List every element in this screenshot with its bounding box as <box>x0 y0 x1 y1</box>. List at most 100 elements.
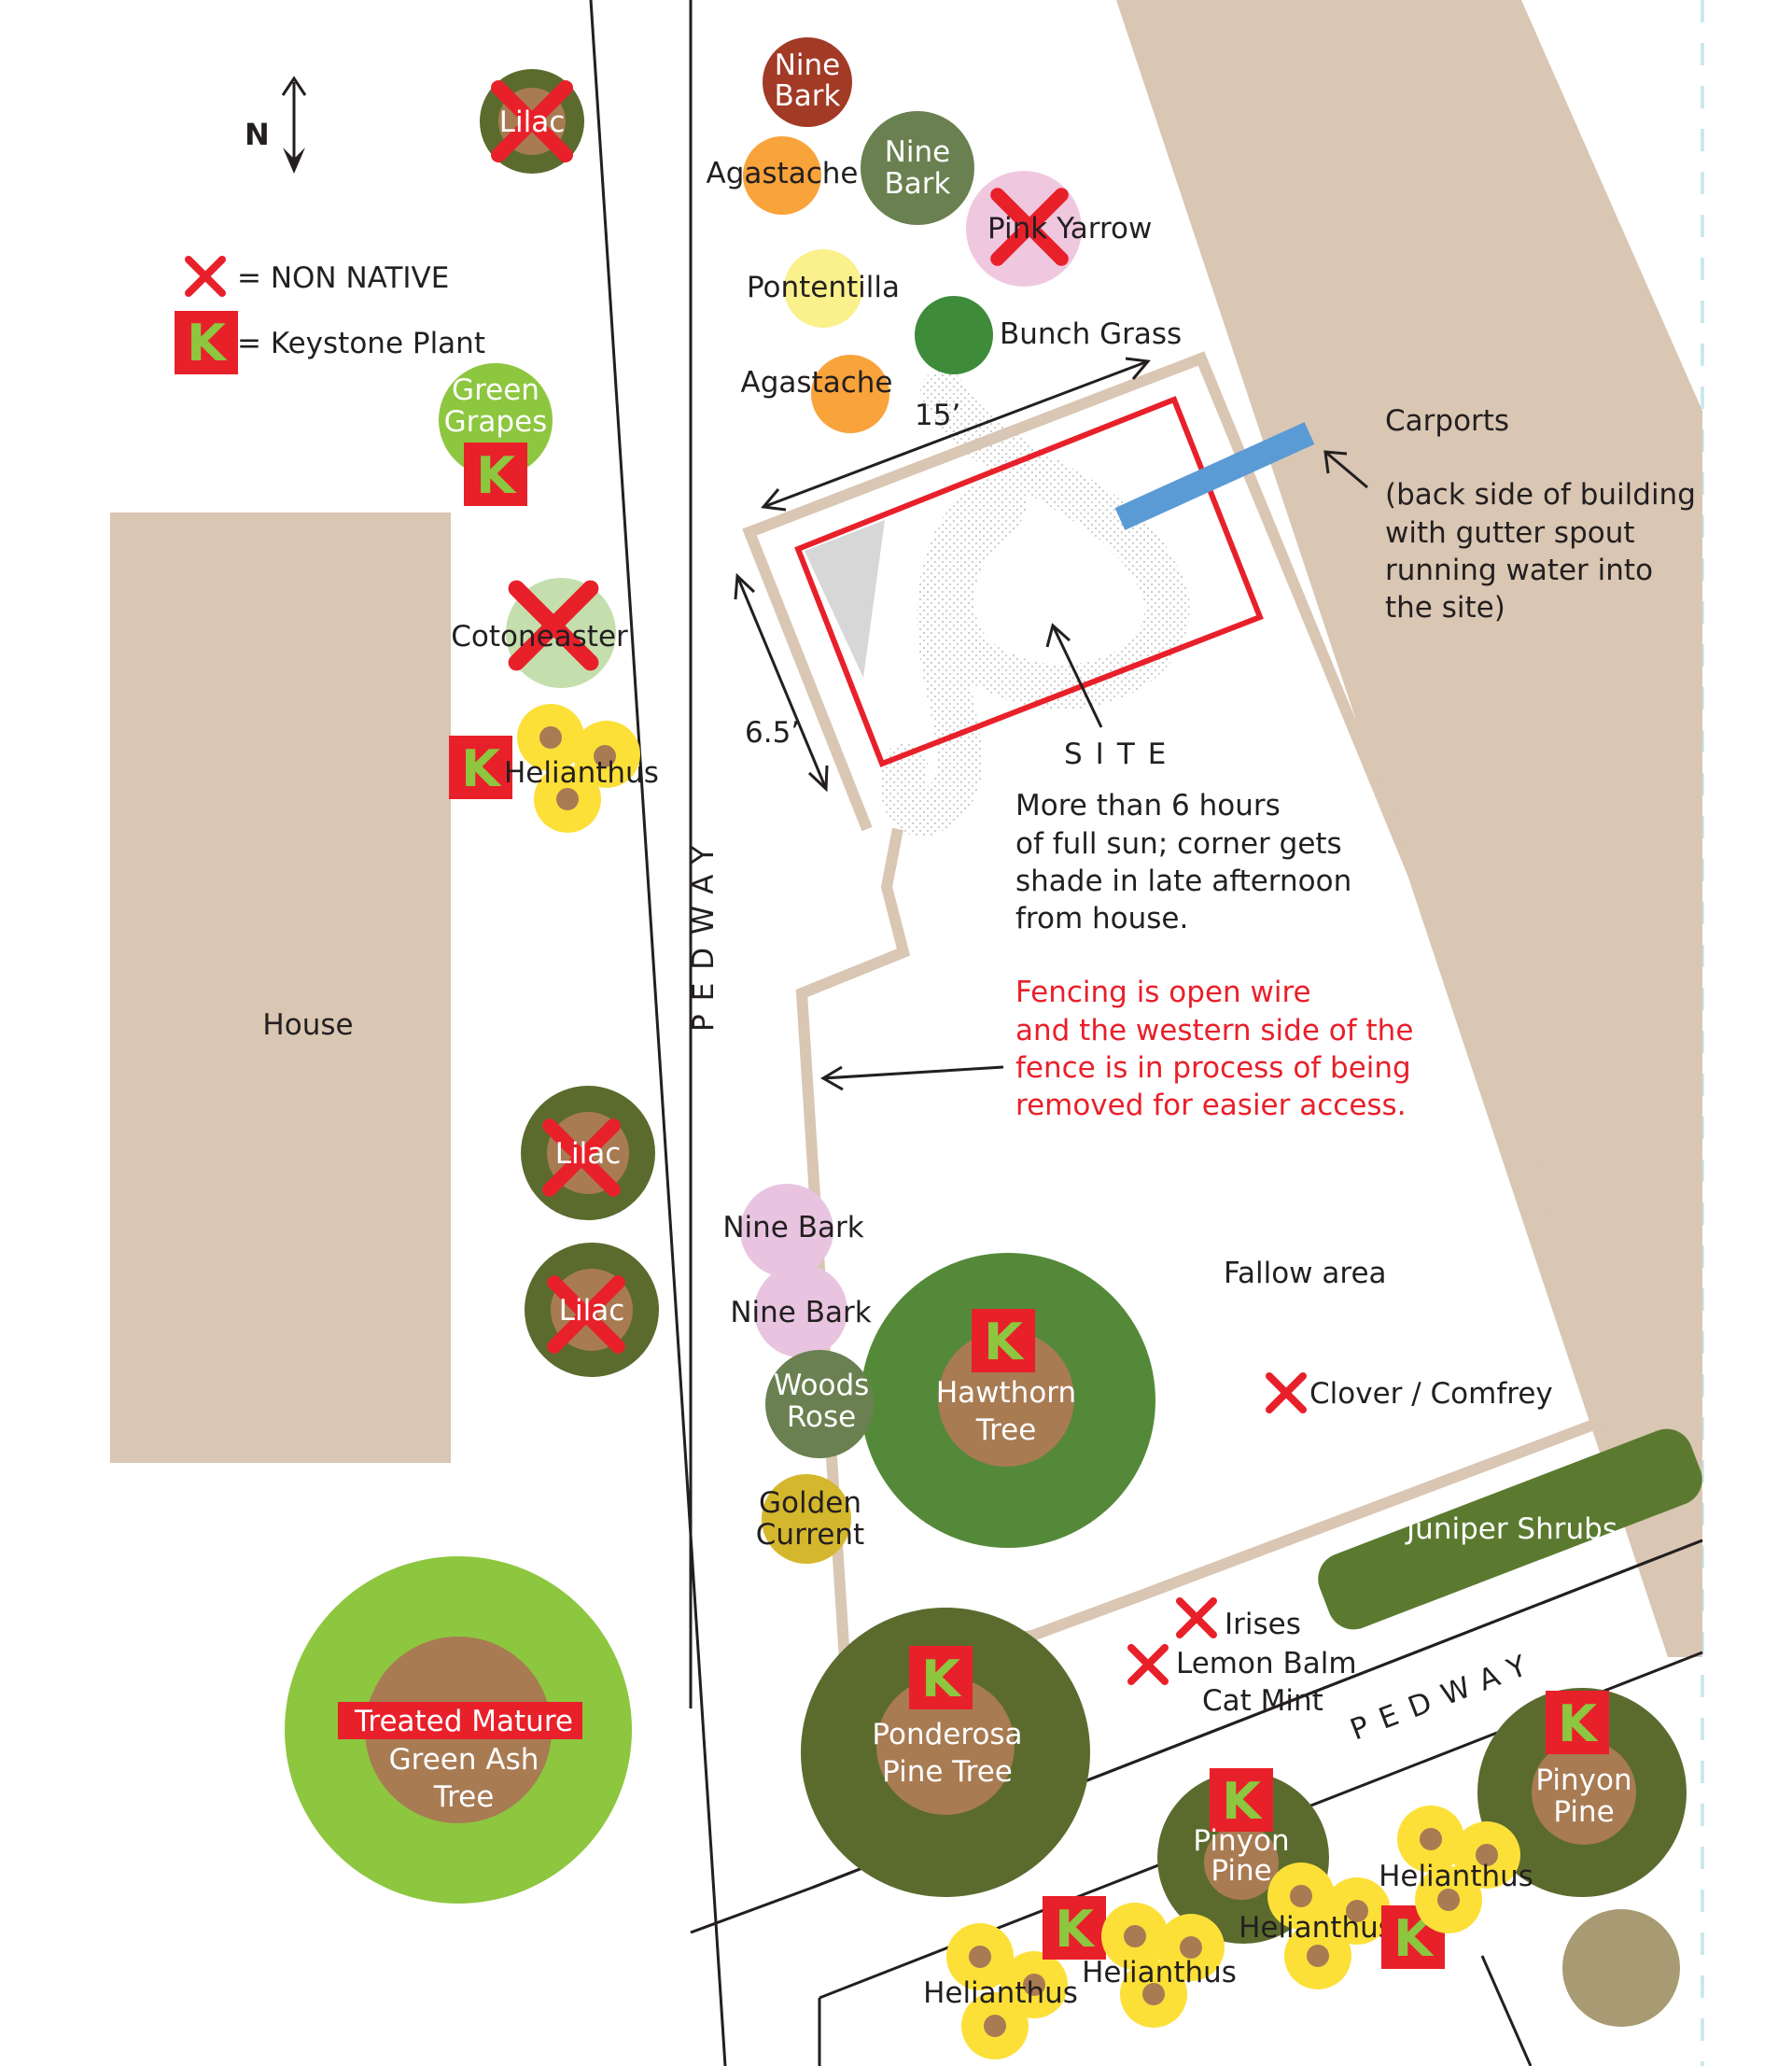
svg-text:Treated Mature: Treated Mature <box>354 1705 573 1738</box>
svg-text:Bark: Bark <box>885 167 951 201</box>
nine-bark-pink-1 <box>740 1184 833 1277</box>
legend-non-native: = NON NATIVE <box>237 261 449 295</box>
non-native-x-icon <box>1131 1648 1165 1681</box>
width-dimension-line <box>763 359 1149 509</box>
unlabeled-plant-circle <box>1562 1909 1680 2027</box>
svg-text:Helianthus: Helianthus <box>923 1976 1078 2010</box>
svg-text:Cotoneaster: Cotoneaster <box>451 620 628 654</box>
svg-text:Pine: Pine <box>1211 1854 1271 1888</box>
svg-text:and the western side of the: and the western side of the <box>1015 1014 1413 1047</box>
svg-text:Grapes: Grapes <box>444 405 548 439</box>
svg-text:shade in late afternoon: shade in late afternoon <box>1015 864 1351 898</box>
svg-text:Hawthorn: Hawthorn <box>936 1376 1076 1410</box>
svg-text:Ponderosa: Ponderosa <box>872 1718 1022 1751</box>
svg-text:running water into: running water into <box>1385 554 1653 587</box>
svg-text:Juniper Shrubs: Juniper Shrubs <box>1405 1512 1617 1546</box>
site-outline <box>794 396 1264 767</box>
non-native-x-icon <box>189 260 222 293</box>
svg-text:Pink Yarrow: Pink Yarrow <box>987 212 1152 246</box>
bunch-grass-clump <box>915 296 993 374</box>
svg-text:Pinyon: Pinyon <box>1535 1764 1631 1797</box>
svg-text:Golden: Golden <box>759 1486 861 1520</box>
agastache-shrub-2 <box>811 355 889 433</box>
svg-text:Helianthus: Helianthus <box>1082 1956 1237 1989</box>
svg-text:Pinyon: Pinyon <box>1193 1824 1289 1858</box>
svg-text:K: K <box>1558 1694 1599 1753</box>
svg-text:(back side of building: (back side of building <box>1385 478 1696 512</box>
width-dimension: 15’ <box>915 399 960 432</box>
svg-text:Lilac: Lilac <box>555 1137 622 1171</box>
svg-text:Fencing is open wire: Fencing is open wire <box>1015 976 1311 1009</box>
svg-text:Tree: Tree <box>433 1780 495 1814</box>
helianthus-cluster-1 <box>946 1923 1068 2059</box>
svg-text:with gutter spout: with gutter spout <box>1385 516 1635 550</box>
svg-text:Nine Bark: Nine Bark <box>730 1296 871 1329</box>
svg-text:Helianthus: Helianthus <box>1379 1860 1533 1893</box>
svg-text:Helianthus: Helianthus <box>1239 1911 1393 1945</box>
nine-bark-shrub-1 <box>763 37 852 127</box>
svg-text:Cat Mint: Cat Mint <box>1202 1684 1323 1718</box>
nine-bark-shrub-2 <box>861 111 974 225</box>
svg-text:Irises: Irises <box>1225 1608 1301 1641</box>
svg-text:K: K <box>461 739 502 798</box>
svg-text:Pontentilla: Pontentilla <box>747 271 900 304</box>
depth-dimension-line <box>735 575 828 790</box>
svg-text:Rose: Rose <box>787 1400 856 1434</box>
svg-text:Current: Current <box>756 1518 864 1552</box>
svg-text:Bark: Bark <box>775 79 841 113</box>
gutter-spout <box>1114 422 1315 530</box>
depth-dimension: 6.5’ <box>745 716 800 750</box>
svg-text:removed for easier access.: removed for easier access. <box>1015 1089 1407 1122</box>
svg-text:Pine: Pine <box>1553 1795 1614 1829</box>
compass-label: N <box>245 117 270 152</box>
site-label: SITE <box>1064 738 1179 771</box>
fallow-area-label: Fallow area <box>1224 1257 1387 1290</box>
svg-text:Pine Tree: Pine Tree <box>882 1755 1013 1789</box>
shade-corner <box>805 520 885 678</box>
svg-text:K: K <box>1222 1772 1263 1831</box>
svg-text:Green Ash: Green Ash <box>389 1743 539 1777</box>
svg-text:K: K <box>984 1313 1025 1371</box>
svg-text:Bunch Grass: Bunch Grass <box>1000 317 1182 351</box>
non-native-x-icon <box>1180 1601 1213 1635</box>
svg-text:from house.: from house. <box>1015 902 1188 935</box>
pedway-label-vertical: PEDWAY <box>687 833 721 1032</box>
svg-text:K: K <box>1055 1900 1096 1959</box>
fence <box>742 351 1641 1666</box>
woods-rose-shrub <box>765 1350 874 1458</box>
svg-text:Agastache: Agastache <box>741 366 893 400</box>
svg-text:of full sun; corner gets: of full sun; corner gets <box>1015 827 1342 861</box>
svg-text:Green: Green <box>452 373 539 407</box>
helianthus-cluster-4 <box>1397 1806 1520 1933</box>
svg-text:More than 6 hours: More than 6 hours <box>1015 789 1281 822</box>
house-label: House <box>262 1008 353 1042</box>
svg-text:Nine Bark: Nine Bark <box>722 1211 863 1244</box>
carports-label: Carports <box>1385 404 1509 438</box>
helianthus-cluster-3 <box>1267 1862 1391 1989</box>
house-building <box>110 513 451 1463</box>
svg-text:Nine: Nine <box>775 49 841 82</box>
svg-text:K: K <box>921 1650 962 1708</box>
svg-text:Tree: Tree <box>975 1413 1037 1447</box>
legend-keystone: = Keystone Plant <box>237 327 485 360</box>
svg-text:Lemon Balm: Lemon Balm <box>1176 1647 1357 1680</box>
helianthus-cluster-2 <box>1101 1903 1225 2028</box>
golden-current-shrub <box>762 1474 851 1564</box>
svg-text:Agastache: Agastache <box>707 157 859 190</box>
carports-building <box>1116 0 1702 1657</box>
juniper-shrubs <box>1318 1428 1702 1630</box>
svg-text:Woods: Woods <box>774 1369 870 1402</box>
non-native-x-icon <box>1269 1376 1303 1410</box>
pedway-west-edge <box>589 0 727 2066</box>
svg-text:Lilac: Lilac <box>499 105 566 139</box>
svg-text:the site): the site) <box>1385 591 1505 625</box>
stippled-path <box>880 370 1190 836</box>
svg-text:Lilac: Lilac <box>559 1294 625 1328</box>
svg-text:fence is in process of being: fence is in process of being <box>1015 1051 1411 1085</box>
svg-text:K: K <box>476 446 517 505</box>
agastache-shrub-1 <box>743 136 821 215</box>
svg-text:Nine: Nine <box>885 135 951 169</box>
svg-text:Clover / Comfrey: Clover / Comfrey <box>1309 1377 1553 1411</box>
